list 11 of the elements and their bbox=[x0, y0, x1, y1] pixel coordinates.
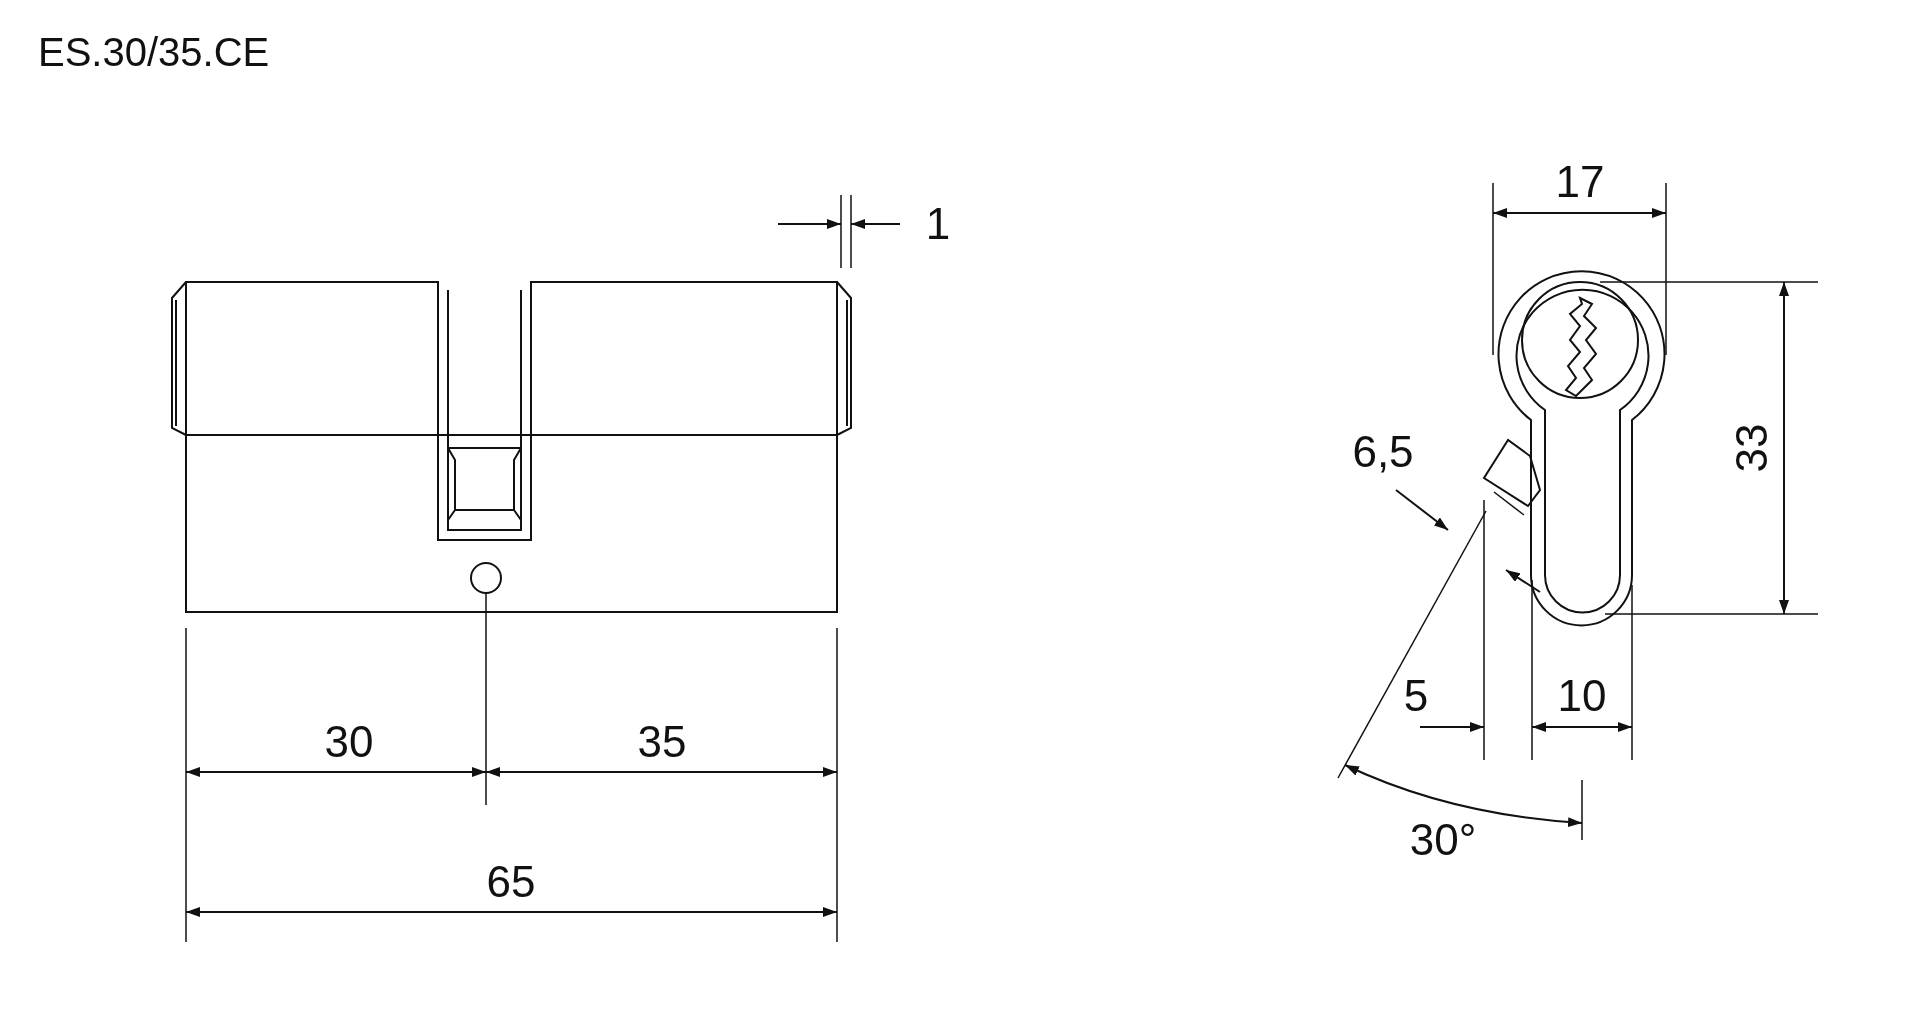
dimension-value: 33 bbox=[1730, 423, 1774, 473]
dimension-value: 35 bbox=[637, 720, 687, 764]
dimension-value: 6,5 bbox=[1352, 430, 1414, 474]
dimension-value: 10 bbox=[1557, 674, 1607, 718]
dimension-value: 17 bbox=[1555, 160, 1605, 204]
dimension-value: 1 bbox=[925, 202, 951, 246]
dimension-value: 65 bbox=[486, 860, 536, 904]
drawing-title: ES.30/35.CE bbox=[38, 32, 270, 72]
dimension-value: 5 bbox=[1403, 674, 1429, 718]
dimension-value: 30° bbox=[1409, 818, 1477, 862]
dimension-value: 30 bbox=[324, 720, 374, 764]
